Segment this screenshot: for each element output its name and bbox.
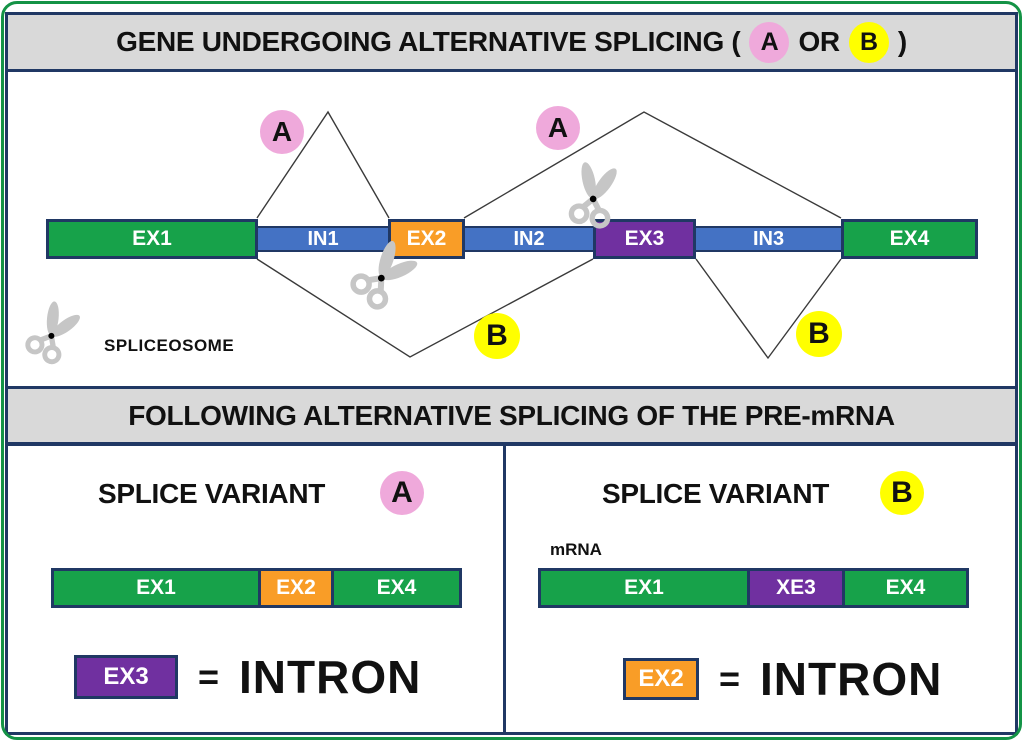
gene-segment-ex4: EX4 [841,219,978,259]
variant-b-segment-ex4-label: EX4 [885,576,926,599]
variant-b-title: SPLICE VARIANT [602,478,830,509]
gene-segment-in2-label: IN2 [513,227,545,250]
variant-a-title: SPLICE VARIANT [98,478,326,509]
path-a-letter-1: A [271,116,293,147]
variant-b-legend: EX2 = INTRON [623,652,942,706]
variant-b-equals-sign: = [719,658,741,699]
variant-b-title-badge: B [880,471,924,515]
variant-a-legend-box-label: EX3 [103,663,149,690]
variant-b-letter: B [859,27,878,56]
mrna-label: mRNA [550,540,602,559]
variant-a-badge: A [749,21,790,63]
gene-segment-ex3: EX3 [593,219,696,259]
variant-b-title-letter: B [891,476,913,509]
gene-segment-in3-label: IN3 [752,227,785,250]
variant-b-mrna-bar: EX1 XE3 EX4 [538,568,969,608]
path-b-letter-2: B [808,317,830,350]
spliceosome-label: SPLICEOSOME [104,336,235,355]
gene-segment-ex1: EX1 [46,219,258,259]
top-banner: GENE UNDERGOING ALTERNATIVE SPLICING ( A… [5,12,1018,72]
variant-a-segment-ex2-label: EX2 [276,576,316,599]
gene-segment-in3: IN3 [693,226,844,252]
variant-a-mrna-bar: EX1 EX2 EX4 [51,568,462,608]
variant-a-equals-sign: = [198,656,220,697]
section-banner-text: FOLLOWING ALTERNATIVE SPLICING OF THE PR… [128,399,895,431]
variant-a-segment-ex1: EX1 [51,568,261,608]
variant-a-legend: EX3 = INTRON [74,650,421,704]
variant-b-legend-box: EX2 [623,658,699,700]
top-banner-text-after: ) [897,26,907,57]
scissors-icon [10,293,91,380]
path-b-badge-1: B [474,313,520,359]
variant-a-letter: A [760,27,779,56]
gene-segment-ex3-label: EX3 [624,227,665,250]
top-banner-text-before: GENE UNDERGOING ALTERNATIVE SPLICING ( [116,26,741,57]
section-banner: FOLLOWING ALTERNATIVE SPLICING OF THE PR… [5,386,1018,445]
gene-segment-in1-label: IN1 [307,227,339,250]
variant-a-legend-box: EX3 [74,655,178,699]
variant-b-segment-xe3: XE3 [747,568,845,608]
path-b-letter-1: B [486,319,508,352]
variant-b-intron-label: INTRON [760,653,943,705]
gene-segment-ex1-label: EX1 [132,227,172,250]
path-a-badge-1: A [260,110,304,154]
gene-segment-ex4-label: EX4 [889,227,930,250]
variant-b-segment-xe3-label: XE3 [776,576,816,599]
gene-segment-ex2-label: EX2 [406,227,447,250]
top-banner-or-text: OR [798,26,840,57]
variant-b-segment-ex4: EX4 [842,568,969,608]
variant-a-title-letter: A [391,476,413,509]
variant-b-segment-ex1-label: EX1 [624,576,664,599]
variant-a-title-badge: A [380,471,424,515]
variant-a-segment-ex1-label: EX1 [136,576,176,599]
gene-segment-ex2: EX2 [388,219,465,259]
path-b-badge-2: B [796,311,842,357]
variant-a-segment-ex2: EX2 [258,568,334,608]
variant-a-intron-label: INTRON [239,651,422,703]
path-a-badge-2: A [536,106,580,150]
variant-b-segment-ex1: EX1 [538,568,750,608]
variant-a-segment-ex4: EX4 [331,568,462,608]
variant-a-segment-ex4-label: EX4 [376,576,417,599]
path-a-letter-2: A [547,112,569,143]
variant-b-legend-box-label: EX2 [638,665,684,692]
variant-b-badge: B [848,21,889,63]
